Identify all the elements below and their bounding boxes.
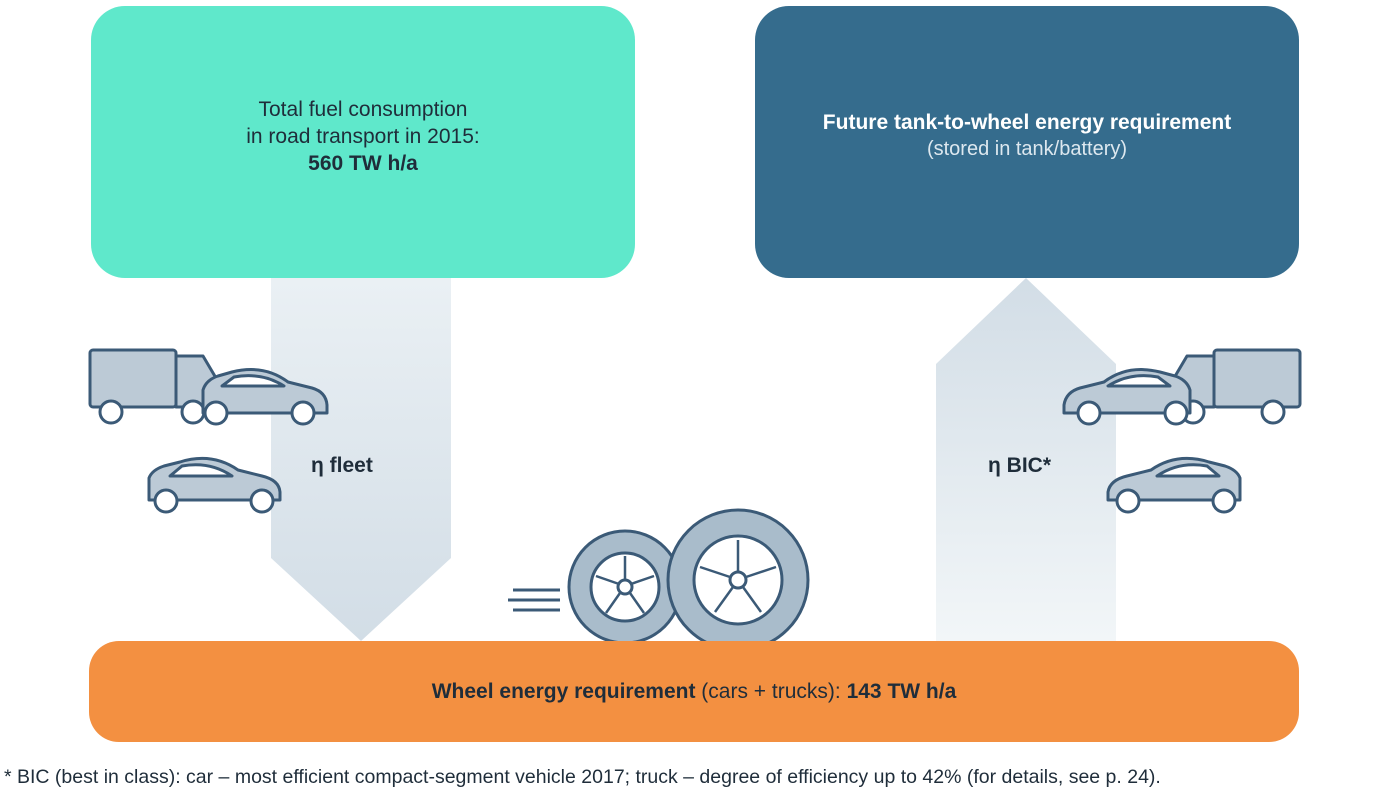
down-arrow [271, 278, 451, 641]
fuel-consumption-line2: in road transport in 2015: [246, 124, 480, 148]
car-icon-right-top [1062, 368, 1192, 426]
wheels-icon [508, 508, 810, 652]
fuel-consumption-value: 560 TW h/a [308, 151, 418, 175]
wheel-energy-box: Wheel energy requirement (cars + trucks)… [89, 641, 1299, 742]
fuel-consumption-line1: Total fuel consumption [258, 97, 468, 121]
truck-icon-right [1172, 348, 1302, 425]
wheel-energy-text: Wheel energy requirement (cars + trucks)… [432, 680, 957, 704]
footnote: * BIC (best in class): car – most effici… [4, 766, 1161, 788]
wheel-energy-qualifier: (cars + trucks): [695, 679, 847, 703]
tank-to-wheel-subtitle: (stored in tank/battery) [926, 138, 1128, 160]
wheel-energy-value: 143 TW h/a [846, 679, 957, 703]
car-icon-right-bottom [1106, 456, 1242, 514]
tank-to-wheel-title: Future tank-to-wheel energy requirement [822, 111, 1232, 134]
car-icon-left-top [201, 368, 329, 426]
wheel-energy-label: Wheel energy requirement [431, 679, 696, 703]
car-icon-left-bottom [147, 456, 282, 514]
truck-icon-left [88, 348, 218, 425]
eta-fleet-label: η fleet [311, 454, 373, 477]
fuel-consumption-box: Total fuel consumption in road transport… [91, 6, 635, 278]
up-arrow [936, 278, 1116, 641]
tank-to-wheel-box: Future tank-to-wheel energy requirement … [755, 6, 1299, 278]
eta-bic-label: η BIC* [988, 454, 1051, 477]
